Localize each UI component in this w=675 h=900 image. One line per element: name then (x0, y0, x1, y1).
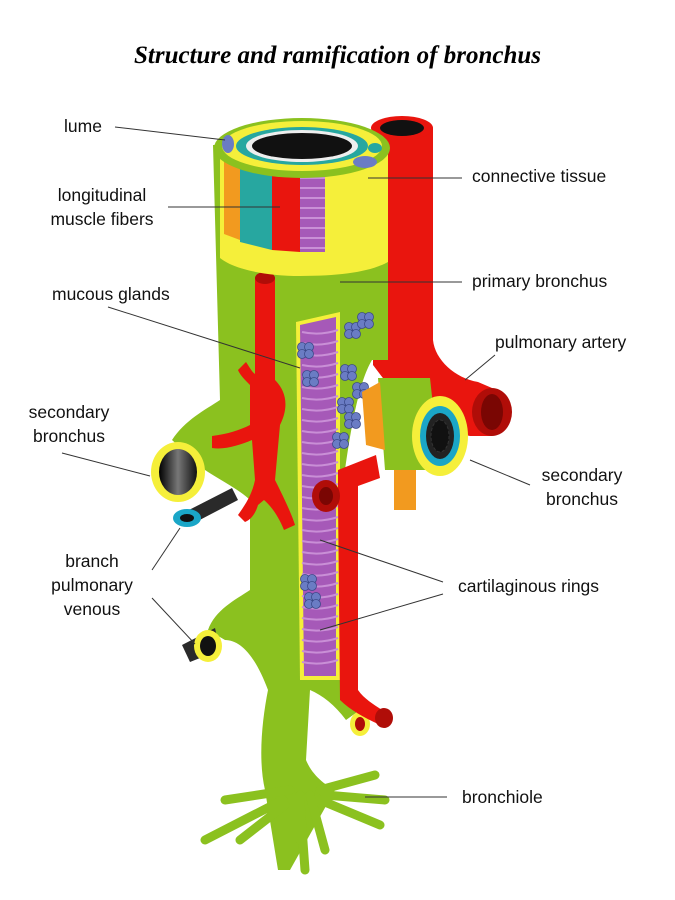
label-mucous-glands: mucous glands (52, 284, 170, 304)
label-pulmonary-artery: pulmonary artery (495, 332, 627, 352)
label-line: bronchus (546, 489, 618, 509)
cartilage-ring (301, 461, 339, 467)
mucous-gland (311, 599, 321, 609)
cartilage-ring (301, 538, 339, 544)
cartilage-ring (301, 516, 339, 522)
cartilage-ring (301, 615, 339, 621)
mucous-gland (347, 371, 357, 381)
cartilage-ring (301, 406, 339, 412)
pulmonary-venous-branches (173, 488, 238, 662)
cartilage-ring (301, 395, 339, 401)
leader-lines (61, 126, 531, 798)
cartilage-ring (301, 384, 339, 390)
label-lume: lume (64, 116, 102, 136)
mucous-gland (307, 581, 317, 591)
mucous-gland (309, 377, 319, 387)
cartilage-ring (301, 626, 339, 632)
cartilage-ring (301, 417, 339, 423)
label-branch-pulmonary-venous: branch pulmonary venous (38, 549, 146, 621)
cartilage-ring (301, 560, 339, 566)
cartilage-ring (301, 527, 339, 533)
artery-branch-left (212, 272, 295, 530)
mucous-gland (304, 349, 314, 359)
cartilage-ring (301, 549, 339, 555)
cartilage-ring (301, 428, 339, 434)
cartilage-ring (301, 362, 339, 368)
cartilage-ring (301, 648, 339, 654)
cartilage-ring (301, 637, 339, 643)
cartilage-ring (301, 329, 339, 335)
mucous-gland (351, 419, 361, 429)
label-line: secondary (541, 465, 623, 485)
artery-branch-right (312, 455, 393, 728)
label-secondary-bronchus-right: secondary bronchus (530, 463, 634, 511)
mucous-gland (351, 329, 361, 339)
cartilage-ring (301, 659, 339, 665)
label-longitudinal-muscle-fibers: longitudinal muscle fibers (38, 183, 166, 231)
secondary-bronchus-left-opening (151, 442, 205, 502)
label-connective-tissue: connective tissue (472, 166, 607, 186)
secondary-bronchus-right (362, 378, 468, 476)
label-line: bronchus (33, 426, 105, 446)
label-cartilaginous-rings: cartilaginous rings (458, 576, 600, 596)
label-line: muscle fibers (50, 209, 154, 229)
cartilage-ring (301, 604, 339, 610)
label-bronchiole: bronchiole (462, 787, 543, 807)
label-primary-bronchus: primary bronchus (472, 271, 608, 291)
orange-vessel-stub (394, 470, 416, 510)
label-line: venous (63, 599, 121, 619)
mucous-gland (364, 319, 374, 329)
diagram-title: Structure and ramification of bronchus (133, 42, 542, 69)
cartilage-ring (301, 450, 339, 456)
label-line: pulmonary (51, 575, 133, 595)
mucous-gland (339, 439, 349, 449)
bronchus-top-section (214, 118, 390, 276)
label-line: branch (65, 551, 119, 571)
label-secondary-bronchus-left: secondary bronchus (16, 400, 122, 448)
cartilage-ring (301, 472, 339, 478)
label-line: secondary (28, 402, 110, 422)
label-line: longitudinal (57, 185, 147, 205)
